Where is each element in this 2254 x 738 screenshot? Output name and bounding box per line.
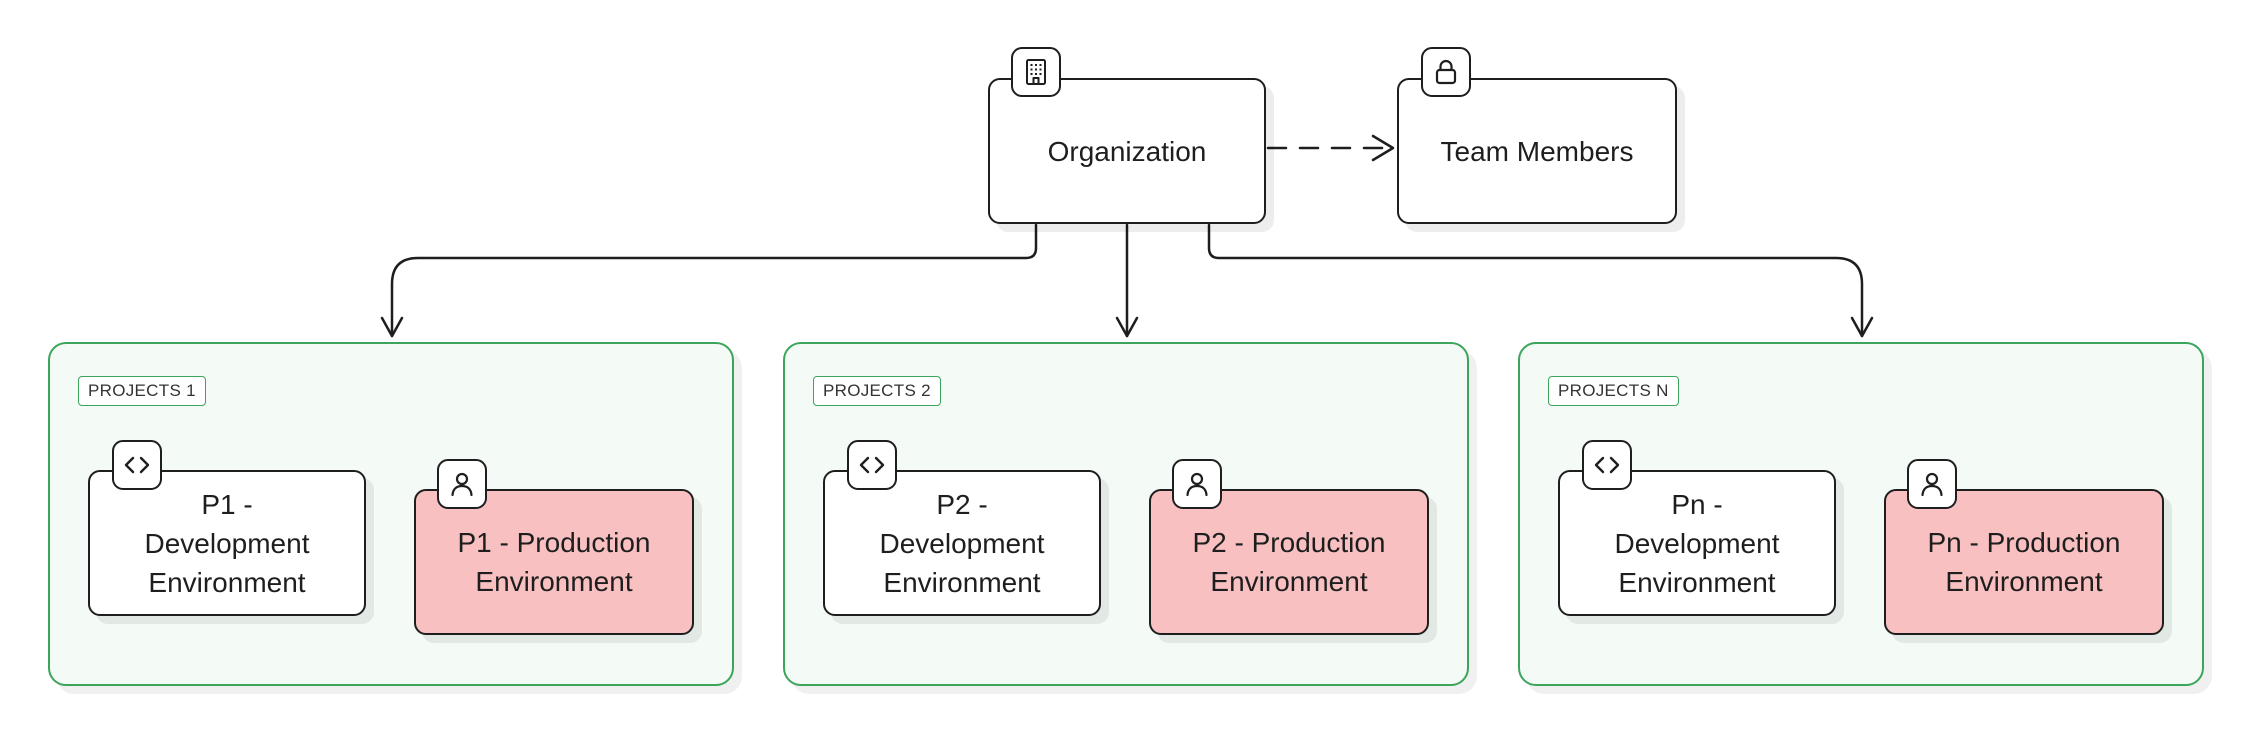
user-icon bbox=[1172, 459, 1222, 509]
user-icon bbox=[437, 459, 487, 509]
lock-icon bbox=[1421, 47, 1471, 97]
arrowhead-projects-n bbox=[1850, 316, 1874, 338]
dev-line-2: Development bbox=[1614, 527, 1780, 559]
arrowhead-team-members bbox=[1371, 134, 1395, 162]
prod-line-1: P1 - Production bbox=[457, 527, 651, 558]
p2-development-node[interactable]: P2 - Development Environment bbox=[823, 470, 1101, 616]
dev-line-3: Environment bbox=[1618, 566, 1776, 598]
projects-1-label: PROJECTS 1 bbox=[78, 376, 206, 406]
organization-label: Organization bbox=[1047, 135, 1207, 167]
prod-line-1: P2 - Production bbox=[1192, 527, 1386, 558]
p1-development-node[interactable]: P1 - Development Environment bbox=[88, 470, 366, 616]
organization-node[interactable]: Organization bbox=[988, 78, 1266, 224]
pn-development-node[interactable]: Pn - Development Environment bbox=[1558, 470, 1836, 616]
code-icon bbox=[112, 440, 162, 490]
p1-production-node[interactable]: P1 - Production Environment bbox=[414, 489, 694, 635]
projects-n-label: PROJECTS N bbox=[1548, 376, 1679, 406]
dev-line-3: Environment bbox=[883, 566, 1041, 598]
code-icon bbox=[1582, 440, 1632, 490]
team-members-node[interactable]: Team Members bbox=[1397, 78, 1677, 224]
code-icon bbox=[847, 440, 897, 490]
pn-production-node[interactable]: Pn - Production Environment bbox=[1884, 489, 2164, 635]
dev-line-3: Environment bbox=[148, 566, 306, 598]
dev-line-1: P2 - bbox=[936, 488, 988, 520]
prod-line-1: Pn - Production bbox=[1927, 527, 2121, 558]
dev-line-1: P1 - bbox=[201, 488, 253, 520]
arrow-org-to-projects-n bbox=[1207, 223, 1864, 338]
arrowhead-projects-2 bbox=[1115, 316, 1139, 338]
prod-line-2: Environment bbox=[1210, 566, 1368, 597]
team-members-label: Team Members bbox=[1440, 135, 1634, 167]
prod-line-2: Environment bbox=[1945, 566, 2103, 597]
arrow-org-to-projects-1 bbox=[390, 223, 1038, 338]
arrowhead-projects-1 bbox=[380, 316, 404, 338]
projects-2-label: PROJECTS 2 bbox=[813, 376, 941, 406]
building-icon bbox=[1011, 47, 1061, 97]
dev-line-2: Development bbox=[879, 527, 1045, 559]
prod-line-2: Environment bbox=[475, 566, 633, 597]
dev-line-2: Development bbox=[144, 527, 310, 559]
p2-production-node[interactable]: P2 - Production Environment bbox=[1149, 489, 1429, 635]
user-icon bbox=[1907, 459, 1957, 509]
dev-line-1: Pn - bbox=[1671, 488, 1723, 520]
